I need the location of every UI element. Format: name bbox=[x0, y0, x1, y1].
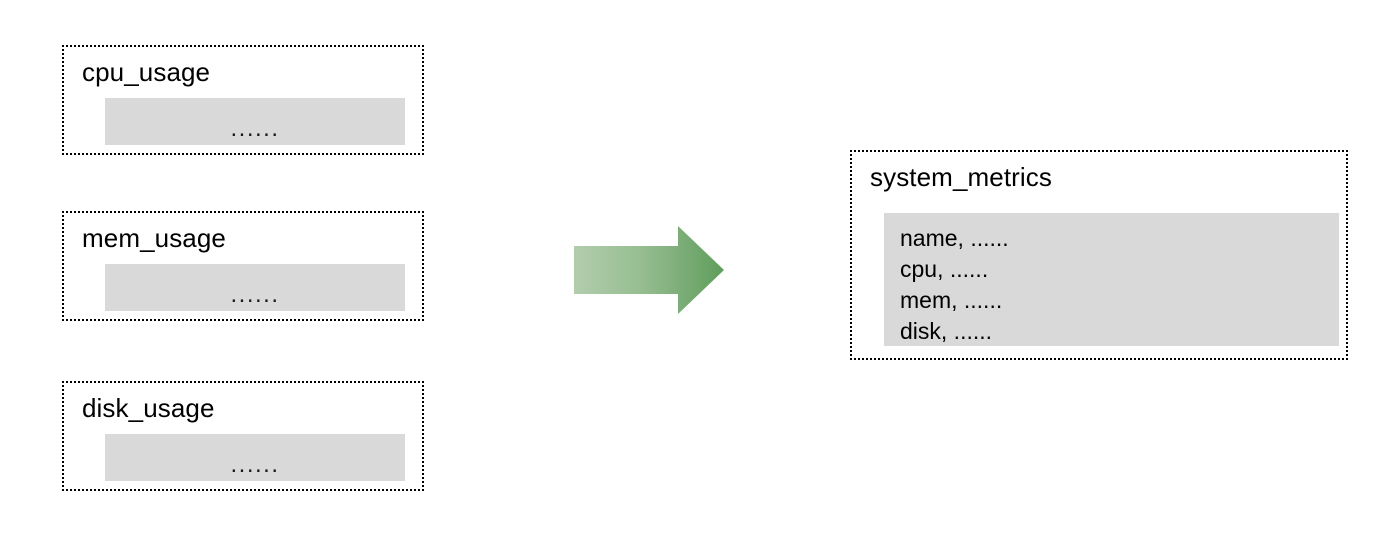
merge-arrow-icon bbox=[574, 226, 724, 314]
merge-arrow bbox=[572, 224, 726, 316]
field-row: name, ...... bbox=[900, 225, 1009, 251]
target-table-system-metrics[interactable]: system_metrics name, ...... cpu, ...... … bbox=[850, 150, 1348, 360]
source-table-disk-usage[interactable]: disk_usage ...... bbox=[62, 381, 424, 491]
table-title: cpu_usage bbox=[82, 57, 211, 87]
table-body-placeholder: ...... bbox=[105, 98, 405, 145]
table-title: mem_usage bbox=[82, 223, 226, 253]
table-body-placeholder: ...... bbox=[105, 434, 405, 481]
table-body-fields: name, ...... cpu, ...... mem, ...... dis… bbox=[884, 213, 1339, 346]
arrow-shape bbox=[574, 226, 724, 314]
table-title: system_metrics bbox=[870, 162, 1052, 192]
table-body-placeholder: ...... bbox=[105, 264, 405, 311]
source-table-cpu-usage[interactable]: cpu_usage ...... bbox=[62, 45, 424, 155]
source-table-mem-usage[interactable]: mem_usage ...... bbox=[62, 211, 424, 321]
field-row: disk, ...... bbox=[900, 318, 993, 344]
field-row: cpu, ...... bbox=[900, 256, 989, 282]
table-title: disk_usage bbox=[82, 393, 215, 423]
field-row: mem, ...... bbox=[900, 287, 1003, 313]
